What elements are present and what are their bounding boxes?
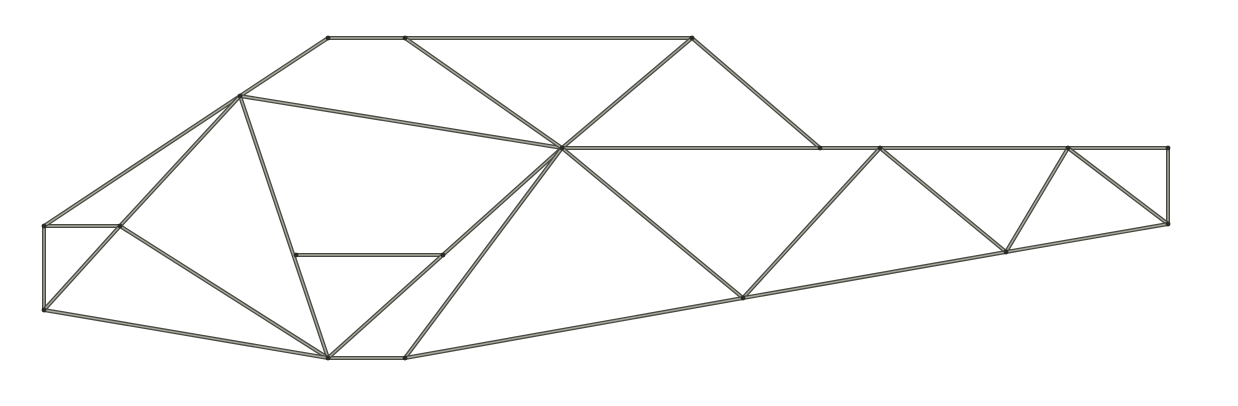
truss-member-core [239, 95, 329, 359]
truss-member [42, 94, 242, 228]
truss-joint [117, 223, 123, 229]
truss-member-core [327, 147, 563, 359]
truss-member-core [879, 147, 1007, 253]
truss-joint [877, 145, 883, 151]
truss-member-core [119, 225, 329, 359]
truss-joint [1003, 249, 1009, 255]
truss-member-core [691, 37, 821, 149]
truss-member [1066, 146, 1170, 226]
truss-member [403, 146, 564, 360]
truss-member-core [239, 37, 329, 97]
truss-joint [440, 252, 446, 258]
truss-member [326, 146, 564, 360]
truss-member [741, 146, 882, 300]
truss-member-core [1067, 147, 1169, 225]
truss-joint [402, 35, 408, 41]
truss-member [403, 296, 745, 360]
truss-member [118, 94, 242, 228]
truss-member [118, 224, 330, 360]
truss-member [42, 308, 330, 360]
truss-joint [1165, 221, 1171, 227]
truss-member [42, 224, 122, 312]
truss-member [690, 36, 822, 150]
truss-joint [41, 307, 47, 313]
truss-member [238, 94, 330, 360]
truss-joint [559, 145, 565, 151]
truss-member [878, 146, 1008, 254]
truss-member [1004, 146, 1070, 254]
truss-member-core [561, 147, 744, 299]
truss-joint [237, 93, 243, 99]
truss-member-core [43, 309, 329, 359]
truss-member [238, 36, 330, 98]
truss-member [741, 250, 1008, 300]
truss-joint [41, 223, 47, 229]
truss-member-core [404, 297, 744, 359]
truss-joint [1065, 145, 1071, 151]
truss-member [238, 94, 564, 150]
truss-member-core [742, 251, 1007, 299]
truss-joint [325, 35, 331, 41]
truss-member-core [404, 37, 563, 149]
truss-joint [740, 295, 746, 301]
truss-member-core [43, 225, 121, 311]
truss-member-core [119, 95, 241, 227]
truss-member-core [561, 37, 693, 149]
truss-joints [41, 35, 1171, 361]
truss-members [42, 36, 1170, 360]
truss-joint [293, 252, 299, 258]
truss-member-core [404, 147, 563, 359]
truss-member [403, 36, 564, 150]
truss-member-core [742, 147, 881, 299]
truss-joint [1165, 145, 1171, 151]
truss-joint [325, 355, 331, 361]
truss-member [560, 146, 745, 300]
truss-member-core [1005, 147, 1069, 253]
truss-joint [402, 355, 408, 361]
truss-member-core [1005, 223, 1169, 253]
truss-member [1004, 222, 1170, 254]
truss-member-core [239, 95, 563, 149]
truss-member [560, 36, 694, 150]
truss-joint [817, 145, 823, 151]
truss-joint [689, 35, 695, 41]
truss-member-core [43, 95, 241, 227]
